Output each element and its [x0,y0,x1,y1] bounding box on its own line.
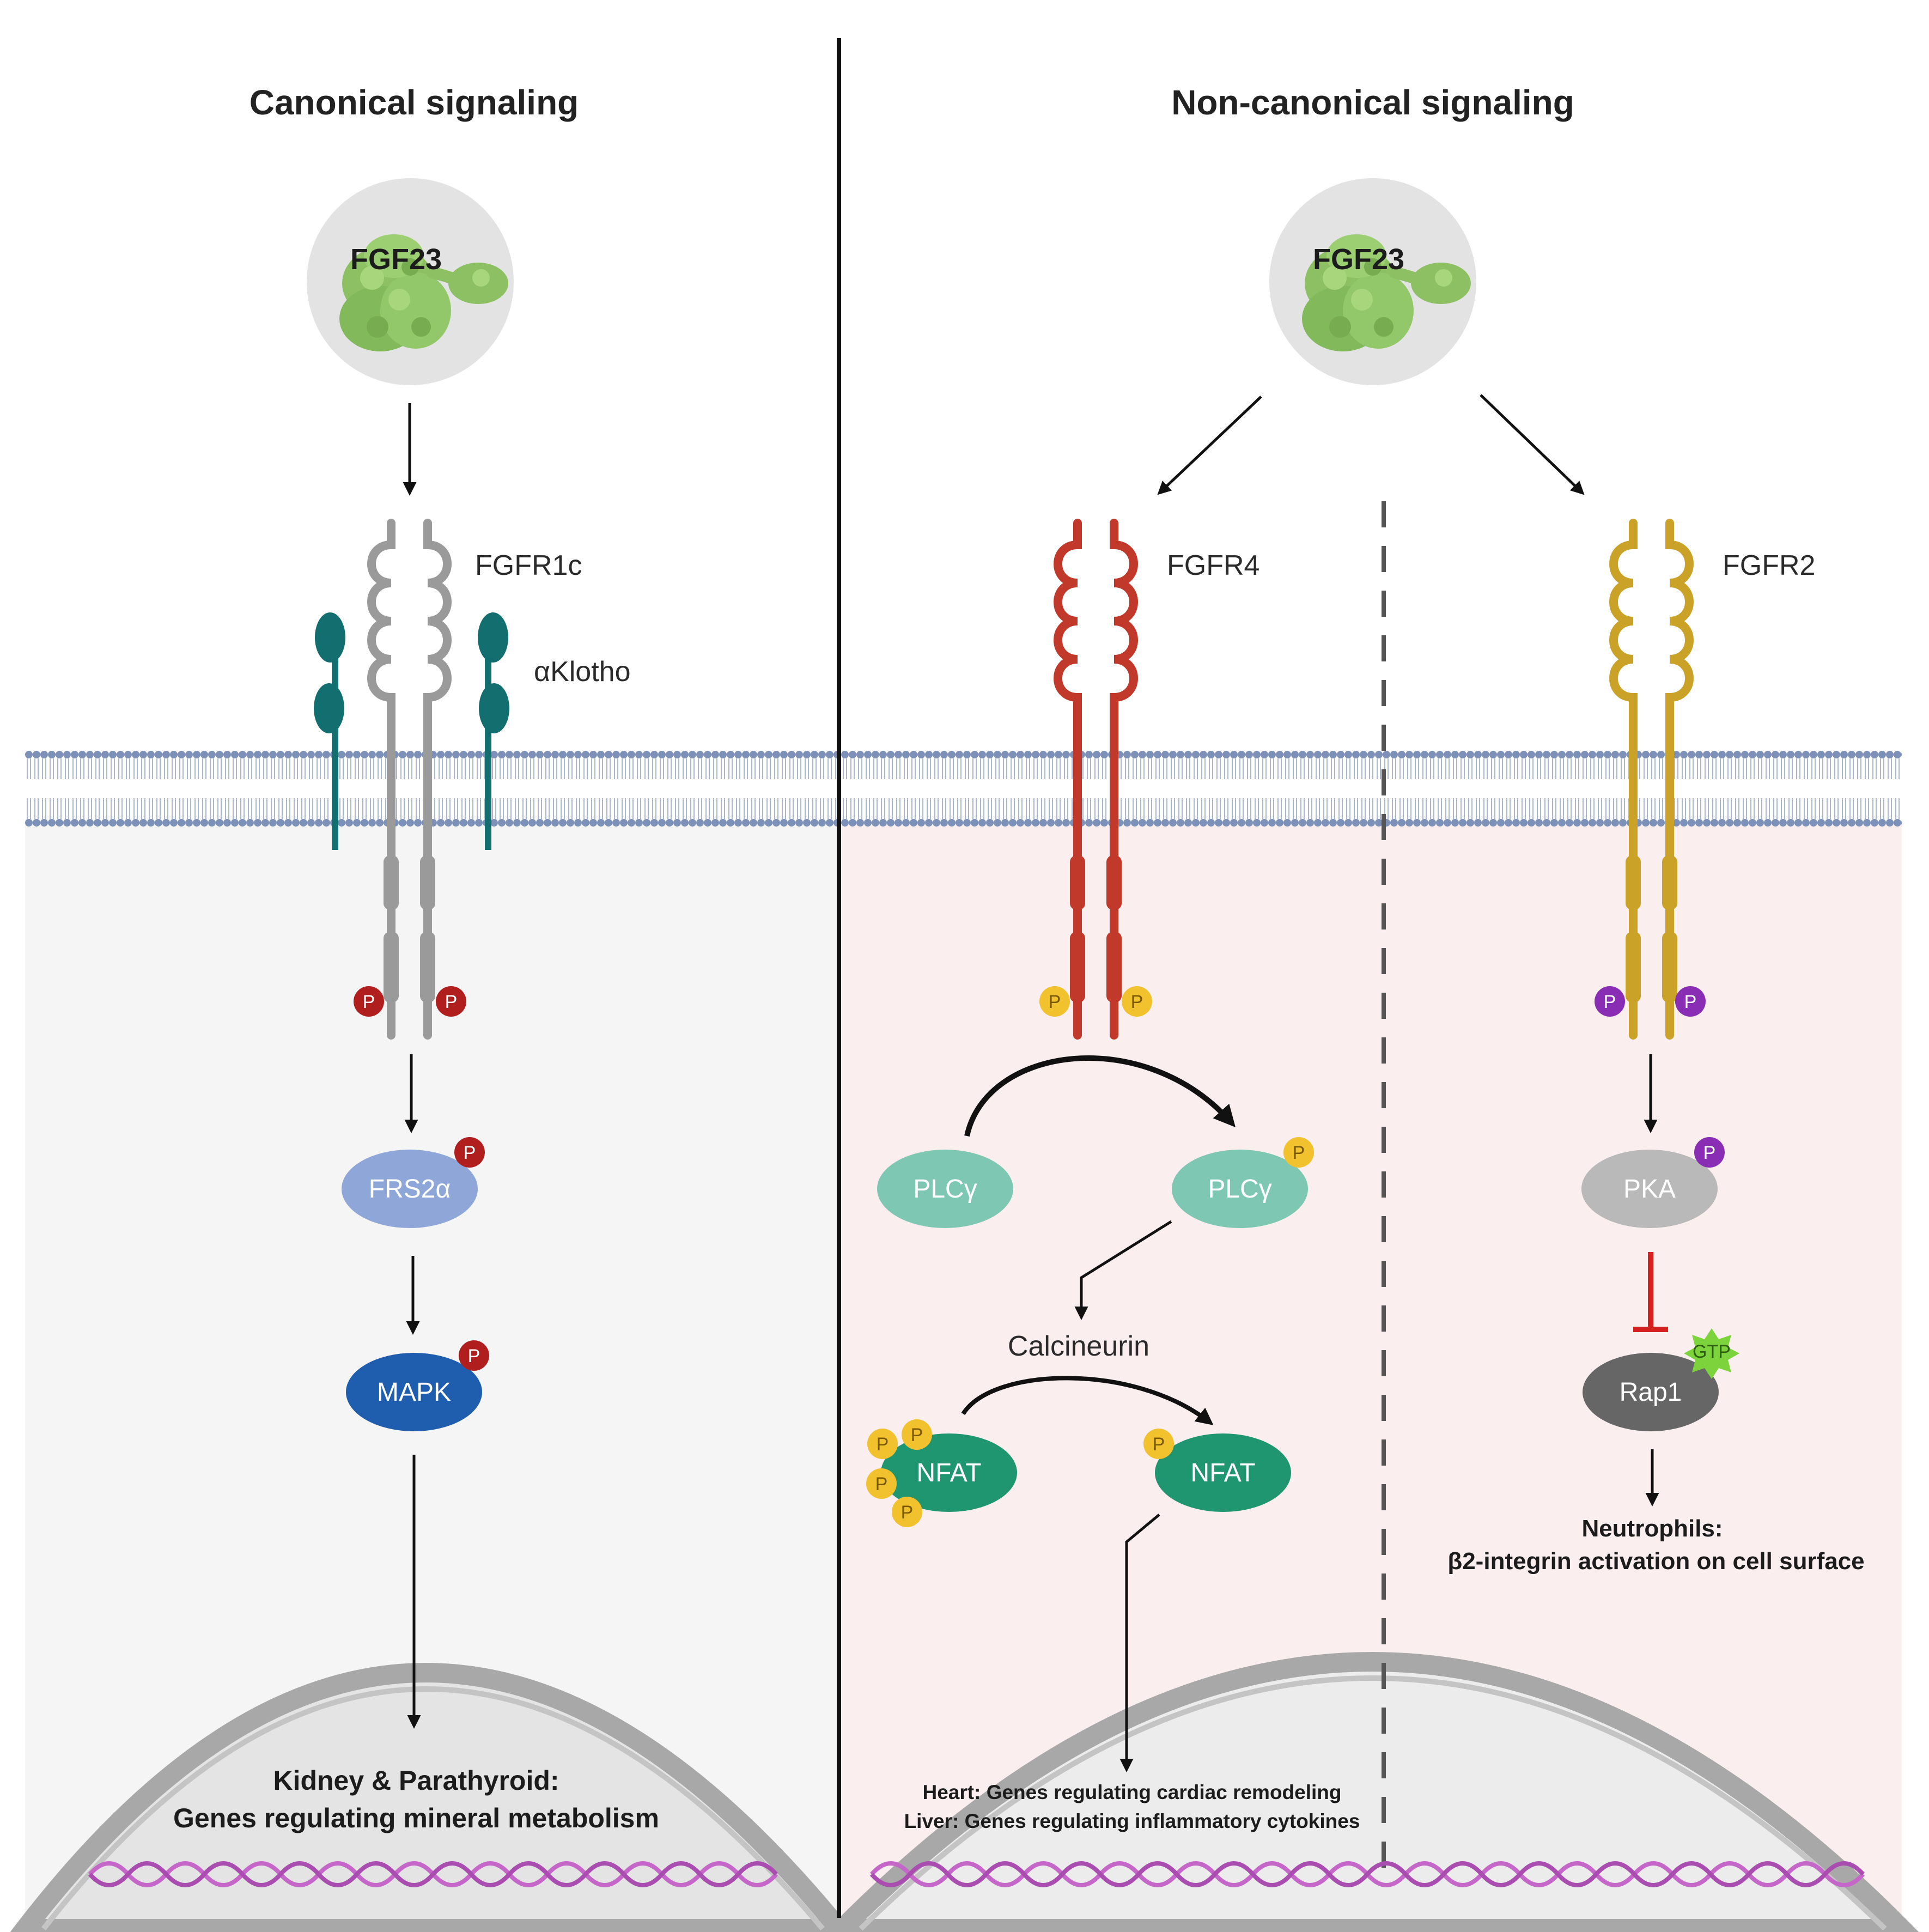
dna-helix-left [88,1861,778,1887]
fgf23-label-right: FGF23 [1313,243,1404,276]
nfat-p4-text: P [901,1502,914,1523]
arrow-fgf23-to-fgfr2 [1480,394,1585,495]
canonical-outcome-line2: Genes regulating mineral metabolism [173,1803,659,1833]
nfat-p1-text: P [877,1434,889,1455]
arrow-fgf23-to-fgfr4 [1157,396,1262,495]
nucleus-right-inner [859,1675,1887,1931]
title-canonical: Canonical signaling [250,83,579,122]
nfat-active-phospho-text: P [1153,1434,1165,1455]
fgf23-ligand-left: FGF23 [307,178,514,385]
klotho-label: αKlotho [534,656,631,688]
fgfr1c-receptor [367,519,452,1040]
nfat-p2-text: P [911,1425,923,1445]
mapk-node: MAPK P [346,1340,489,1431]
fgfr1c-label: FGFR1c [475,550,582,581]
arrow-nfat-dephosphorylation [961,1376,1214,1425]
fgfr4-label: FGFR4 [1167,550,1259,581]
nucleus-right [825,1652,1919,1932]
frs2-label: FRS2α [369,1175,451,1204]
plc-active-node: PLCγ P [1172,1137,1314,1228]
phospho-fgfr1c-left-text: P [363,992,375,1012]
fgf23-label-left: FGF23 [350,243,442,276]
mapk-label: MAPK [377,1378,451,1407]
phospho-fgfr4-left-text: P [1049,992,1061,1012]
fgf23-ligand-right: FGF23 [1269,178,1476,385]
phospho-fgfr2-left-text: P [1604,992,1616,1012]
rap1-label: Rap1 [1620,1378,1682,1407]
fgfr4-outcome-line2: Liver: Genes regulating inflammatory cyt… [904,1810,1360,1832]
frs2-phospho-text: P [464,1143,476,1163]
phospho-fgfr1c-right-text: P [445,992,458,1012]
nfat-active-node: NFAT P [1143,1429,1291,1512]
arrow-nfat-to-nucleus [1119,1514,1160,1772]
nfat-phosphorylated-node: NFAT P P P P [866,1419,1017,1527]
mapk-phospho-text: P [468,1346,480,1366]
nfat-active-label: NFAT [1190,1459,1255,1487]
gtp-label: GTP [1693,1341,1731,1362]
fgfr2-receptor [1609,519,1694,1040]
canonical-outcome-line1: Kidney & Parathyroid: [273,1765,559,1796]
phospho-fgfr4-right: P [1122,986,1152,1017]
plc-active-label: PLCγ [1208,1175,1271,1204]
cell-membrane [25,746,1902,828]
nucleus-left-inner [41,1686,825,1931]
arrow-plc-to-calcineurin [1074,1220,1172,1320]
phospho-fgfr2-right-text: P [1684,992,1697,1012]
phospho-fgfr2-right: P [1675,986,1706,1017]
dna-helix-right [869,1861,1865,1887]
phospho-fgfr1c-left: P [354,986,384,1017]
pka-node: PKA P [1581,1137,1725,1228]
klotho-left [314,612,345,850]
nfat-phos-label: NFAT [916,1459,981,1487]
frs2-node: FRS2α P [342,1137,485,1228]
fgfr4-outcome-line1: Heart: Genes regulating cardiac remodeli… [923,1781,1342,1803]
plc-inactive-node: PLCγ [877,1150,1013,1228]
fgfr4-receptor [1054,519,1138,1040]
nfat-p3-text: P [875,1474,888,1494]
klotho-right [478,612,509,850]
gtp-star-icon [1684,1328,1739,1379]
fgfr2-label: FGFR2 [1723,550,1815,581]
inhibition-pka-rap1 [1633,1252,1668,1332]
plc-inactive-label: PLCγ [913,1175,977,1204]
fgfr2-outcome-line2: β2-integrin activation on cell surface [1447,1548,1864,1575]
plc-phospho-text: P [1293,1143,1305,1163]
arrow-plc-activation [964,1055,1236,1137]
calcineurin-label: Calcineurin [1008,1330,1149,1362]
rap1-node: Rap1 GTP [1583,1328,1739,1431]
phospho-fgfr4-right-text: P [1131,992,1143,1012]
pka-phospho-text: P [1703,1143,1716,1163]
title-noncanonical: Non-canonical signaling [1171,83,1574,122]
phospho-fgfr1c-right: P [436,986,466,1017]
pka-label: PKA [1623,1175,1676,1204]
phospho-fgfr4-left: P [1039,986,1070,1017]
phospho-fgfr2-left: P [1595,986,1625,1017]
fgfr2-outcome-line1: Neutrophils: [1581,1515,1723,1542]
